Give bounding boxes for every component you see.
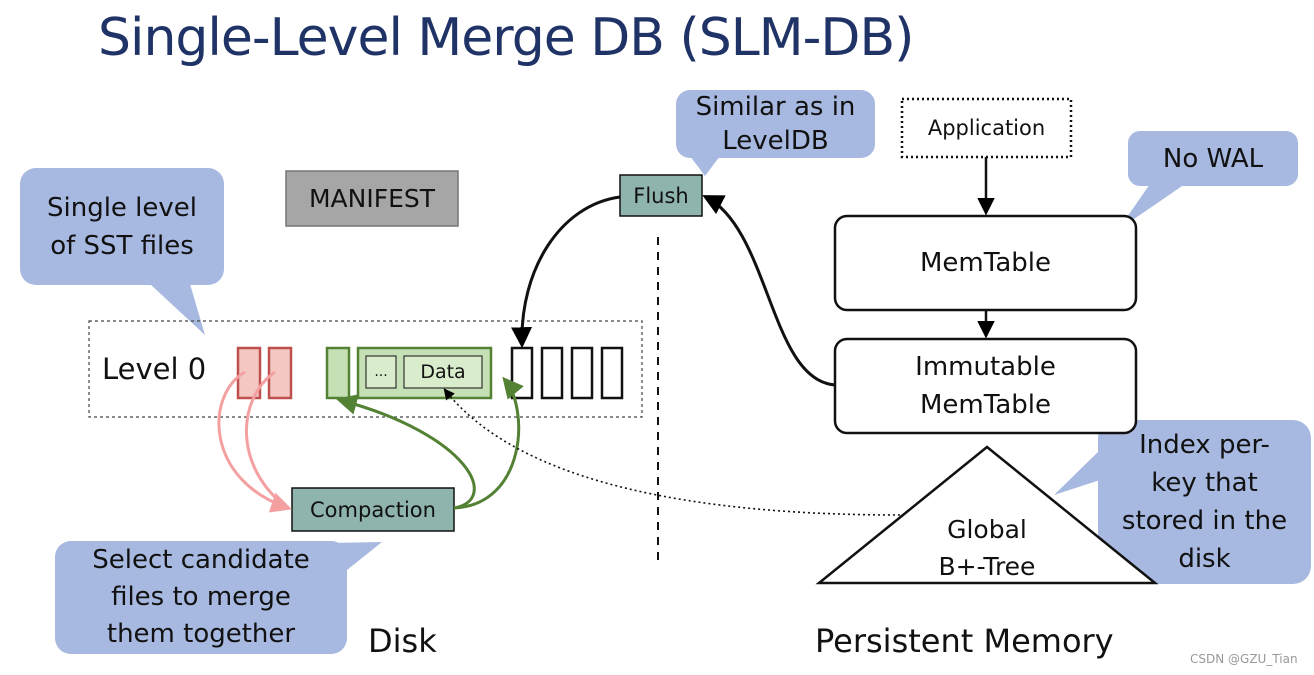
- immutable-line1: Immutable: [915, 352, 1056, 382]
- immutable-memtable-box-shape: [833, 337, 1138, 435]
- arrow-btree-to-data: [443, 388, 901, 516]
- arrow-compaction-to-green-wide: [453, 376, 524, 510]
- global-btree-label: Global B+-Tree: [887, 509, 1087, 587]
- ellipsis-block: [365, 355, 397, 389]
- red-sst-file-1: [236, 346, 262, 400]
- callout-similar-line1: Similar as in: [695, 92, 856, 122]
- callout-similar-line2: LevelDB: [722, 126, 829, 156]
- compaction-box: Compaction: [310, 497, 436, 522]
- arrow-immutable-to-flush: [702, 195, 836, 387]
- green-sst-file: [325, 346, 351, 400]
- empty-sst-file-1: [510, 346, 534, 400]
- disk-label: Disk: [368, 622, 437, 660]
- manifest-box-shape: [285, 170, 459, 227]
- application-box-shape: [900, 97, 1073, 159]
- immutable-line2: MemTable: [920, 390, 1051, 420]
- manifest-box: MANIFEST: [308, 184, 436, 213]
- data-block: [403, 355, 483, 389]
- red-sst-file-2: [267, 346, 293, 400]
- level0-label: Level 0: [102, 352, 207, 386]
- global-btree-line1: Global: [947, 515, 1027, 544]
- application-box: Application: [927, 116, 1046, 140]
- arrow-red-file2-to-compaction: [245, 370, 289, 510]
- callout-similar: Similar as in LevelDB: [676, 90, 875, 158]
- callout-single-level-line2: of SST files: [50, 230, 194, 261]
- callout-index-line4: disk: [1178, 544, 1231, 574]
- callout-single-level-bubble: [20, 168, 224, 335]
- empty-sst-file-4: [600, 346, 624, 400]
- callout-index-line3: stored in the: [1121, 506, 1288, 536]
- arrow-flush-to-level0: [511, 195, 621, 349]
- immutable-memtable-box: Immutable MemTable: [835, 339, 1136, 433]
- global-btree-triangle: [815, 445, 1159, 585]
- empty-sst-file-2: [540, 346, 564, 400]
- callout-select: Select candidate files to merge them tog…: [55, 541, 347, 654]
- callout-index-line1: Index per-: [1139, 430, 1270, 460]
- callout-similar-bubble: [676, 90, 875, 176]
- callout-index: Index per- key that stored in the disk: [1098, 420, 1311, 584]
- persistent-memory-label: Persistent Memory: [815, 622, 1114, 660]
- callout-select-bubble: [55, 541, 382, 654]
- callout-single-level-line1: Single level: [46, 192, 198, 223]
- callout-index-bubble: [1054, 420, 1311, 584]
- callout-select-line1: Select candidate: [92, 545, 310, 575]
- flush-box-shape: [619, 174, 703, 217]
- callout-select-line2: files to merge: [111, 582, 291, 612]
- global-btree-line2: B+-Tree: [938, 552, 1036, 581]
- ellipsis-label: ...: [374, 364, 388, 380]
- data-label: Data: [420, 361, 466, 383]
- level0-region: [88, 320, 643, 418]
- empty-sst-file-3: [570, 346, 594, 400]
- arrow-compaction-to-green-file: [335, 394, 476, 510]
- compaction-box-shape: [291, 487, 455, 532]
- arrow-red-file1-to-compaction: [217, 370, 292, 513]
- page-title: Single-Level Merge DB (SLM-DB): [98, 8, 914, 68]
- callout-index-line2: key that: [1151, 468, 1258, 498]
- memtable-box: MemTable: [920, 248, 1051, 278]
- flush-box: Flush: [633, 183, 689, 208]
- watermark: CSDN @GZU_Tian: [1190, 652, 1298, 666]
- callout-no-wal-bubble: [1118, 131, 1298, 230]
- callout-no-wal: No WAL: [1162, 143, 1264, 174]
- callout-select-line3: them together: [106, 619, 296, 649]
- callout-single-level: Single level of SST files: [20, 168, 224, 285]
